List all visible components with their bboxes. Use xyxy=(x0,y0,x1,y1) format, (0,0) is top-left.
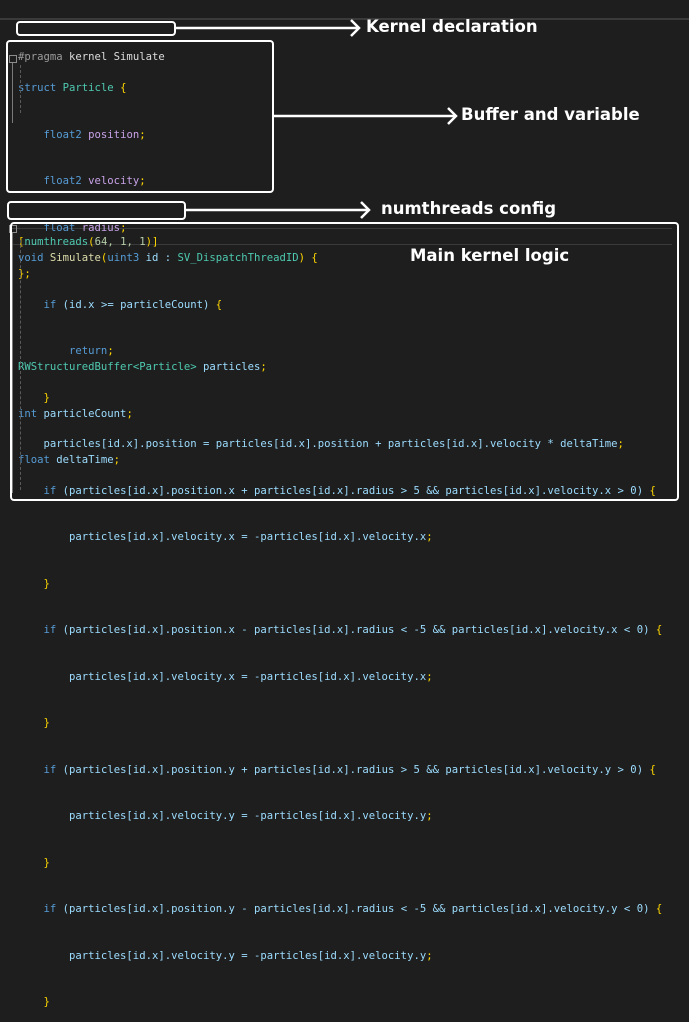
main-kernel-box xyxy=(10,222,679,501)
indent-guide xyxy=(20,65,21,113)
code-numthreads: [numthreads(64, 1, 1)] xyxy=(18,236,159,248)
float-keyword: float xyxy=(18,454,50,466)
fold-bar xyxy=(12,63,13,123)
if-condition: (particles[id.x].position.y + particles[… xyxy=(62,763,650,776)
pragma-directive: #pragma xyxy=(18,51,63,63)
void-keyword: void xyxy=(18,252,44,264)
label-buffer-variable: Buffer and variable xyxy=(461,105,640,124)
count-variable: particleCount xyxy=(37,407,127,420)
if-condition: (particles[id.x].position.x - particles[… xyxy=(62,624,656,636)
semantic: SV_DispatchThreadID xyxy=(177,252,299,264)
field-name: velocity xyxy=(81,175,140,187)
code-pragma: #pragma kernel Simulate xyxy=(18,19,165,81)
arrow-icon xyxy=(174,19,361,37)
struct-name: Particle xyxy=(56,82,121,94)
function-name: Simulate xyxy=(43,252,101,264)
numthreads-args: 64, 1, 1 xyxy=(94,236,146,248)
brace: { xyxy=(120,82,127,94)
param-type: uint3 xyxy=(107,252,140,264)
fold-toggle[interactable] xyxy=(9,55,17,63)
struct-keyword: struct xyxy=(18,82,57,94)
numthreads-attribute: numthreads xyxy=(24,236,89,248)
buffer-type: RWStructuredBuffer xyxy=(18,361,133,373)
label-main-kernel-logic: Main kernel logic xyxy=(410,246,570,265)
velocity-flip: particles[id.x].velocity.x = -particles[… xyxy=(69,531,427,543)
buffer-generic: <Particle> xyxy=(132,361,197,373)
field-type: float2 xyxy=(43,128,82,141)
velocity-flip: particles[id.x].velocity.x = -particles[… xyxy=(69,670,427,683)
editor-top-border xyxy=(0,18,689,20)
buffer-name: particles xyxy=(196,361,261,373)
if-condition: (particles[id.x].position.y - particles[… xyxy=(62,903,656,915)
fold-bar xyxy=(12,233,13,493)
velocity-flip: particles[id.x].velocity.y = -particles[… xyxy=(69,810,427,822)
pragma-kernel: kernel Simulate xyxy=(62,51,165,63)
param-name: id : xyxy=(139,252,178,264)
arrow-icon xyxy=(272,107,458,125)
position-update: particles[id.x].position = particles[id.… xyxy=(43,438,618,450)
field-name: radius xyxy=(75,221,121,234)
velocity-flip: particles[id.x].velocity.y = -particles[… xyxy=(69,949,427,962)
if-condition: (particles[id.x].position.x + particles[… xyxy=(62,484,650,497)
if-condition: (id.x >= particleCount) xyxy=(62,298,216,311)
field-type: float2 xyxy=(43,175,82,187)
arrow-icon xyxy=(184,201,371,219)
buffer-variable-box xyxy=(6,40,274,193)
field-name: position xyxy=(81,128,140,141)
label-numthreads-config: numthreads config xyxy=(381,199,557,218)
return-keyword: return xyxy=(69,345,108,357)
numthreads-box xyxy=(7,201,186,220)
field-type: float xyxy=(43,221,76,234)
current-line-highlight xyxy=(12,228,672,245)
deltatime-variable: deltaTime xyxy=(49,454,114,466)
indent-guide xyxy=(20,240,21,490)
kernel-declaration-box xyxy=(16,21,176,36)
int-keyword: int xyxy=(18,407,38,420)
code-struct: struct Particle { float2 position; float… xyxy=(18,82,267,466)
label-kernel-declaration: Kernel declaration xyxy=(366,17,538,36)
